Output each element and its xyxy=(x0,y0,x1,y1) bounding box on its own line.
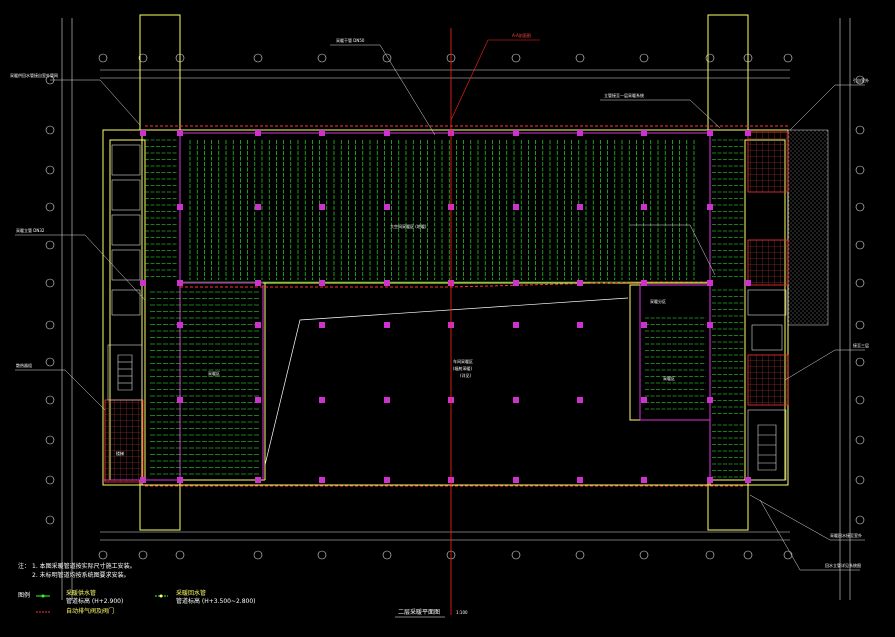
heating-pipes-left-zone xyxy=(150,291,260,475)
legend-item-2-name: 采暖回水管 xyxy=(176,590,207,597)
callout-left-1: 采暖立管 DN32 xyxy=(16,227,45,233)
building-walls xyxy=(102,14,789,531)
notes-line-1: 1. 本图采暖管道按实际尺寸施工安装。 xyxy=(32,563,136,570)
structural-columns xyxy=(140,130,751,483)
heating-pipes-upper-hall xyxy=(180,140,710,283)
room-label-center-2: (辐射采暖) xyxy=(453,365,473,371)
heating-pipes-side-corridors xyxy=(145,139,745,478)
callout-top-center: 采暖干管 DN50 xyxy=(336,37,365,43)
grid-room-right-lower xyxy=(747,354,789,406)
axis-bubbles-left xyxy=(45,75,55,525)
supply-mains xyxy=(145,125,790,487)
grid-room-right-top xyxy=(747,131,789,193)
room-label-center-3: (详见) xyxy=(460,372,472,378)
axis-bubbles-bottom xyxy=(98,550,793,560)
callout-right-2: 接至三层 xyxy=(853,342,869,348)
callout-left-2: 散热器组 xyxy=(16,362,32,368)
drawing-title: 二层采暖平面图 xyxy=(398,608,440,616)
room-labels: 大空间采暖区 (地暖) 车间采暖区 (辐射采暖) (详见) 采暖区 采暖分区 采… xyxy=(116,223,675,456)
legend-item-3-name: 自动排气阀及阀门 xyxy=(66,608,115,615)
dimension-lines xyxy=(61,18,851,600)
axis-bubbles-right xyxy=(855,75,865,525)
roof-boundary-line xyxy=(264,297,629,466)
grid-room-right-mid xyxy=(747,239,789,286)
callout-top-right: 立管接至一层采暖系统 xyxy=(604,92,644,98)
callout-leaders xyxy=(15,44,865,571)
callout-bottom-right-1: 采暖回水接至室外 xyxy=(830,532,862,538)
drawing-scale: 1:100 xyxy=(456,610,468,615)
callout-bottom-right-2: 回水立管详见系统图 xyxy=(825,562,861,568)
section-mark-label: A-A剖面图 xyxy=(512,32,531,38)
notes-line-2: 2. 未标明管道均按系统图要求安装。 xyxy=(32,572,130,579)
room-label-right-2: 采暖区 xyxy=(663,375,675,381)
partition-walls xyxy=(103,132,711,481)
legend-item-1-value: 管道标高 (H+2.900) xyxy=(66,598,124,605)
legend-item-1-name: 采暖供水管 xyxy=(66,590,97,597)
legend-label: 图例 xyxy=(18,592,31,599)
callout-labels: 采暖供回水管接自室外管网 采暖干管 DN50 立管接至一层采暖系统 采暖立管 D… xyxy=(10,37,869,568)
stair-left xyxy=(107,344,143,401)
notes-prefix: 注： xyxy=(18,563,31,570)
hatched-exterior-area xyxy=(787,129,829,326)
grid-room-left-bottom xyxy=(104,399,144,483)
legend-item-2-value: 管道标高 (H+3.500~2.800) xyxy=(176,598,256,605)
stair-right xyxy=(747,409,787,481)
axis-bubbles-top xyxy=(98,53,793,63)
room-label-upper-hall: 大空间采暖区 (地暖) xyxy=(390,223,427,229)
legend-symbols xyxy=(36,594,168,613)
service-rooms-left xyxy=(111,144,787,351)
heating-pipes-right-zone xyxy=(645,289,745,414)
callout-right-1: 引自室外 xyxy=(853,77,869,83)
section-leader xyxy=(450,39,540,121)
room-label-right-1: 采暖分区 xyxy=(650,298,666,304)
callout-top-left: 采暖供回水管接自室外管网 xyxy=(10,72,58,78)
room-label-left: 采暖区 xyxy=(208,370,220,376)
room-label-center-1: 车间采暖区 xyxy=(453,358,473,364)
room-label-stair: 楼梯 xyxy=(116,450,124,456)
